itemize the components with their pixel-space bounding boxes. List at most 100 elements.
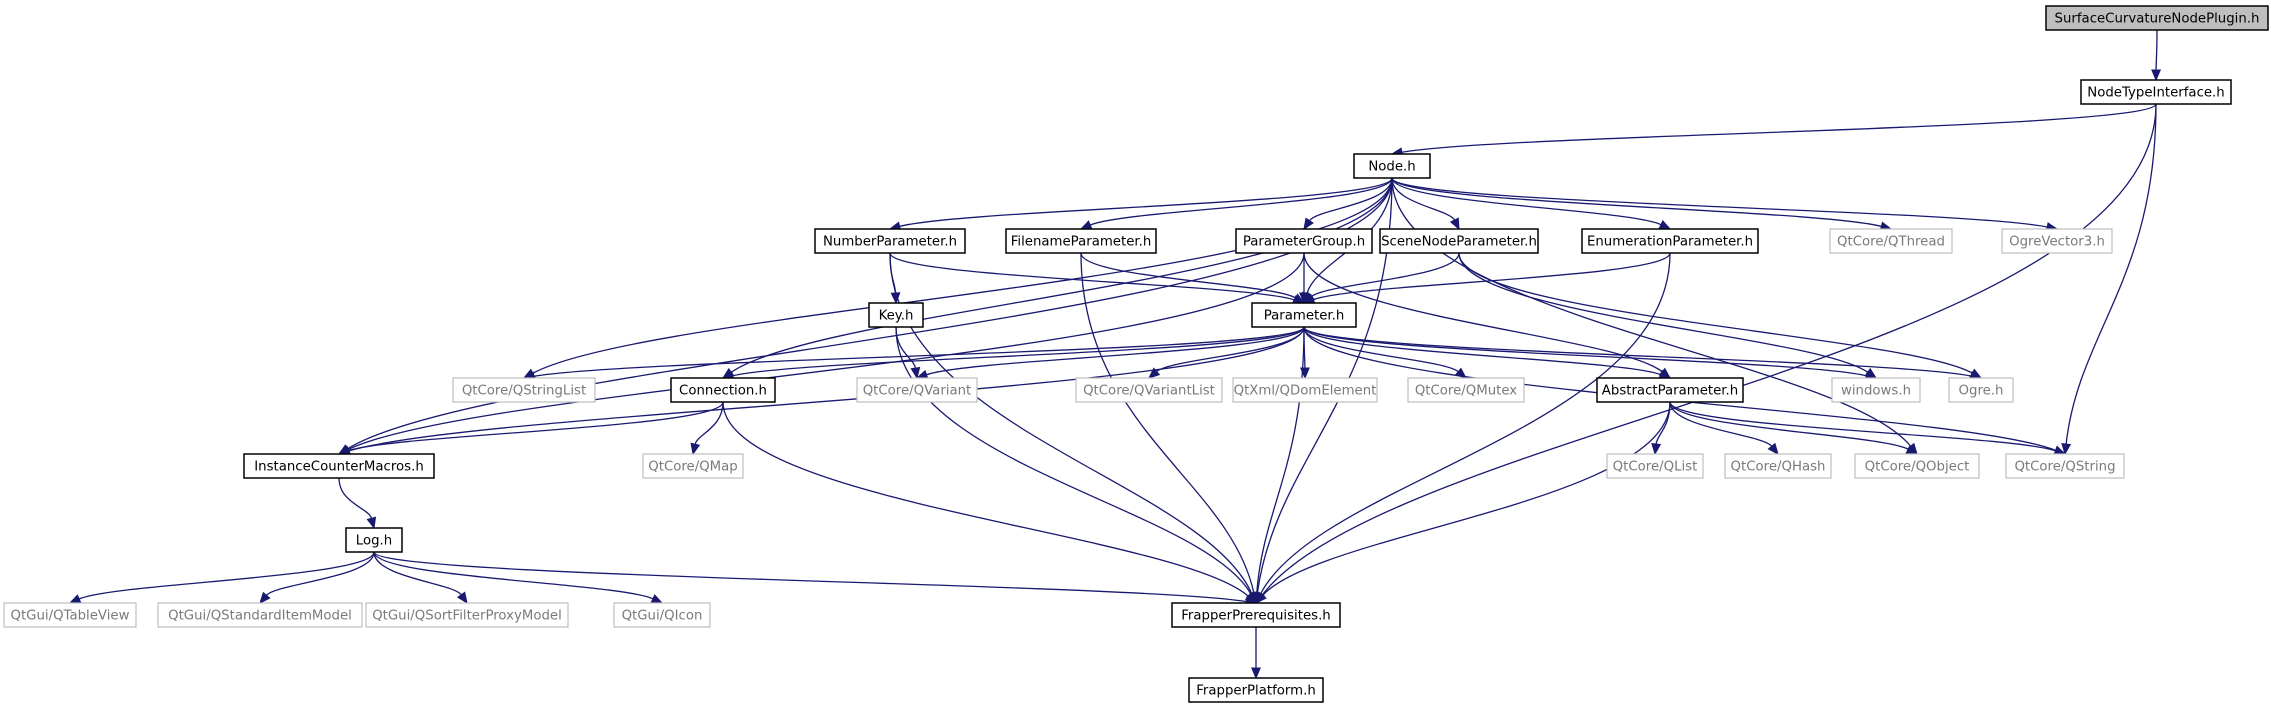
node-label: EnumerationParameter.h <box>1587 235 1753 250</box>
edge-node-to-qthread <box>1391 177 1882 228</box>
node-box <box>365 602 569 628</box>
node-box <box>1235 228 1373 254</box>
node-box <box>1251 302 1357 328</box>
node-label: SurfaceCurvatureNodePlugin.h <box>2055 12 2260 27</box>
node-label: NumberParameter.h <box>823 235 957 250</box>
node-box <box>613 602 711 628</box>
node-box <box>1831 377 1921 403</box>
edge-icm-to-log <box>338 477 373 519</box>
node-ogre-h: Ogre.h <box>1948 377 2014 403</box>
node-ogrevector3-h: OgreVector3.h <box>2001 228 2113 254</box>
node-abstractparameter-h[interactable]: AbstractParameter.h <box>1596 377 1744 403</box>
node-enumerationparameter-h[interactable]: EnumerationParameter.h <box>1581 228 1759 254</box>
edge-arrowhead-log-to-qicon <box>650 594 664 604</box>
node-box <box>2001 228 2113 254</box>
node-qtcore-qobject: QtCore/QObject <box>1854 453 1980 479</box>
edge-arrowhead-icm-to-log <box>366 516 377 530</box>
edge-arrowhead-param-to-qvariantlist <box>1148 367 1161 379</box>
node-box <box>1379 228 1539 254</box>
edge-connection-to-icm <box>348 401 724 452</box>
node-label: Parameter.h <box>1264 309 1345 324</box>
edge-arrowhead-absparam-to-qhash <box>1767 442 1779 456</box>
node-box <box>856 377 978 403</box>
node-label: FilenameParameter.h <box>1011 235 1152 250</box>
edge-arrowhead-root-to-nti <box>2151 69 2162 82</box>
node-qtcore-qmap: QtCore/QMap <box>642 453 744 479</box>
node-node-h[interactable]: Node.h <box>1353 153 1431 179</box>
node-filenameparameter-h[interactable]: FilenameParameter.h <box>1005 228 1157 254</box>
edge-node-to-fileparam <box>1089 177 1393 226</box>
node-label: QtCore/QThread <box>1837 235 1945 250</box>
node-box <box>670 377 776 403</box>
node-qtcore-qvariant: QtCore/QVariant <box>856 377 978 403</box>
edge-param-to-qmutex <box>1303 326 1459 373</box>
node-label: ParameterGroup.h <box>1243 235 1365 250</box>
edge-arrowhead-node-to-fileparam <box>1079 220 1093 230</box>
edge-param-to-qvariant <box>926 326 1305 376</box>
node-surfacecurvaturenodeplugin-h[interactable]: SurfaceCurvatureNodePlugin.h <box>2045 5 2269 31</box>
edge-enumparam-to-param <box>1313 252 1671 301</box>
node-label: QtCore/QObject <box>1865 460 1970 475</box>
node-qtxml-qdomelement: QtXml/QDomElement <box>1232 377 1378 403</box>
node-label: QtCore/QMutex <box>1415 384 1517 399</box>
edge-absparam-to-qlist <box>1655 401 1671 445</box>
node-nodetypeinterface-h[interactable]: NodeTypeInterface.h <box>2080 79 2232 105</box>
edge-node-to-qobject <box>1391 177 1912 447</box>
node-parametergroup-h[interactable]: ParameterGroup.h <box>1235 228 1373 254</box>
node-qtgui-qstandarditemmodel: QtGui/QStandardItemModel <box>157 602 363 628</box>
node-label: QtCore/QHash <box>1731 460 1826 475</box>
edge-node-to-paramgroup <box>1308 177 1393 222</box>
edge-scenenode-to-param <box>1311 252 1460 298</box>
node-numberparameter-h[interactable]: NumberParameter.h <box>814 228 966 254</box>
node-box <box>452 377 596 403</box>
node-label: QtCore/QVariant <box>863 384 972 399</box>
node-qtgui-qsortfilterproxymodel: QtGui/QSortFilterProxyModel <box>365 602 569 628</box>
edge-arrowhead-absparam-to-fprereq <box>1255 591 1267 604</box>
node-log-h[interactable]: Log.h <box>345 527 403 553</box>
edge-arrowhead-log-to-qsfpm <box>456 591 468 605</box>
node-label: AbstractParameter.h <box>1602 384 1738 399</box>
edge-param-to-ogre <box>1303 326 1972 377</box>
node-connection-h[interactable]: Connection.h <box>670 377 776 403</box>
node-label: QtCore/QString <box>2014 460 2115 475</box>
edge-key-to-fprereq <box>895 326 1252 595</box>
node-box <box>243 453 435 479</box>
node-box <box>642 453 744 479</box>
node-box <box>1854 453 1980 479</box>
edge-param-to-absparam <box>1303 326 1661 376</box>
node-qtcore-qthread: QtCore/QThread <box>1829 228 1953 254</box>
edge-arrowhead-nti-to-qstring <box>2061 443 2072 456</box>
node-label: windows.h <box>1841 384 1911 399</box>
edge-log-to-qsfpm <box>373 551 462 596</box>
node-key-h[interactable]: Key.h <box>868 302 924 328</box>
node-box <box>2005 453 2125 479</box>
edge-nti-to-node <box>1401 103 2157 153</box>
node-frapperplatform-h[interactable]: FrapperPlatform.h <box>1188 677 1324 703</box>
nodes-layer: SurfaceCurvatureNodePlugin.hNodeTypeInte… <box>3 5 2269 703</box>
node-qtcore-qstring: QtCore/QString <box>2005 453 2125 479</box>
edge-log-to-qsim <box>266 551 375 596</box>
edge-arrowhead-node-to-paramgroup <box>1303 217 1314 231</box>
node-instancecountermacros-h[interactable]: InstanceCounterMacros.h <box>243 453 435 479</box>
node-frapperprerequisites-h[interactable]: FrapperPrerequisites.h <box>1171 602 1341 628</box>
edge-scenenode-to-ogre <box>1458 252 1973 374</box>
node-box <box>2080 79 2232 105</box>
node-parameter-h[interactable]: Parameter.h <box>1251 302 1357 328</box>
edge-param-to-connection <box>732 326 1305 377</box>
edge-paramgroup-to-icm <box>347 252 1305 451</box>
node-scenenodeparameter-h[interactable]: SceneNodeParameter.h <box>1379 228 1539 254</box>
node-label: FrapperPlatform.h <box>1196 684 1316 699</box>
edge-absparam-to-qobject <box>1669 401 1909 450</box>
node-qtcore-qmutex: QtCore/QMutex <box>1407 377 1525 403</box>
node-label: Log.h <box>356 534 392 549</box>
edge-arrowhead-connection-to-qmap <box>690 442 701 456</box>
edge-arrowhead-fprereq-to-fplatform <box>1251 667 1261 680</box>
node-box <box>345 527 403 553</box>
node-box <box>868 302 924 328</box>
node-label: QtXml/QDomElement <box>1234 384 1377 399</box>
edge-node-to-fprereq <box>1256 177 1393 594</box>
node-box <box>1829 228 1953 254</box>
node-qtcore-qlist: QtCore/QList <box>1606 453 1704 479</box>
edge-absparam-to-fprereq <box>1262 401 1671 596</box>
edge-arrowhead-key-to-qvariant <box>910 366 921 380</box>
